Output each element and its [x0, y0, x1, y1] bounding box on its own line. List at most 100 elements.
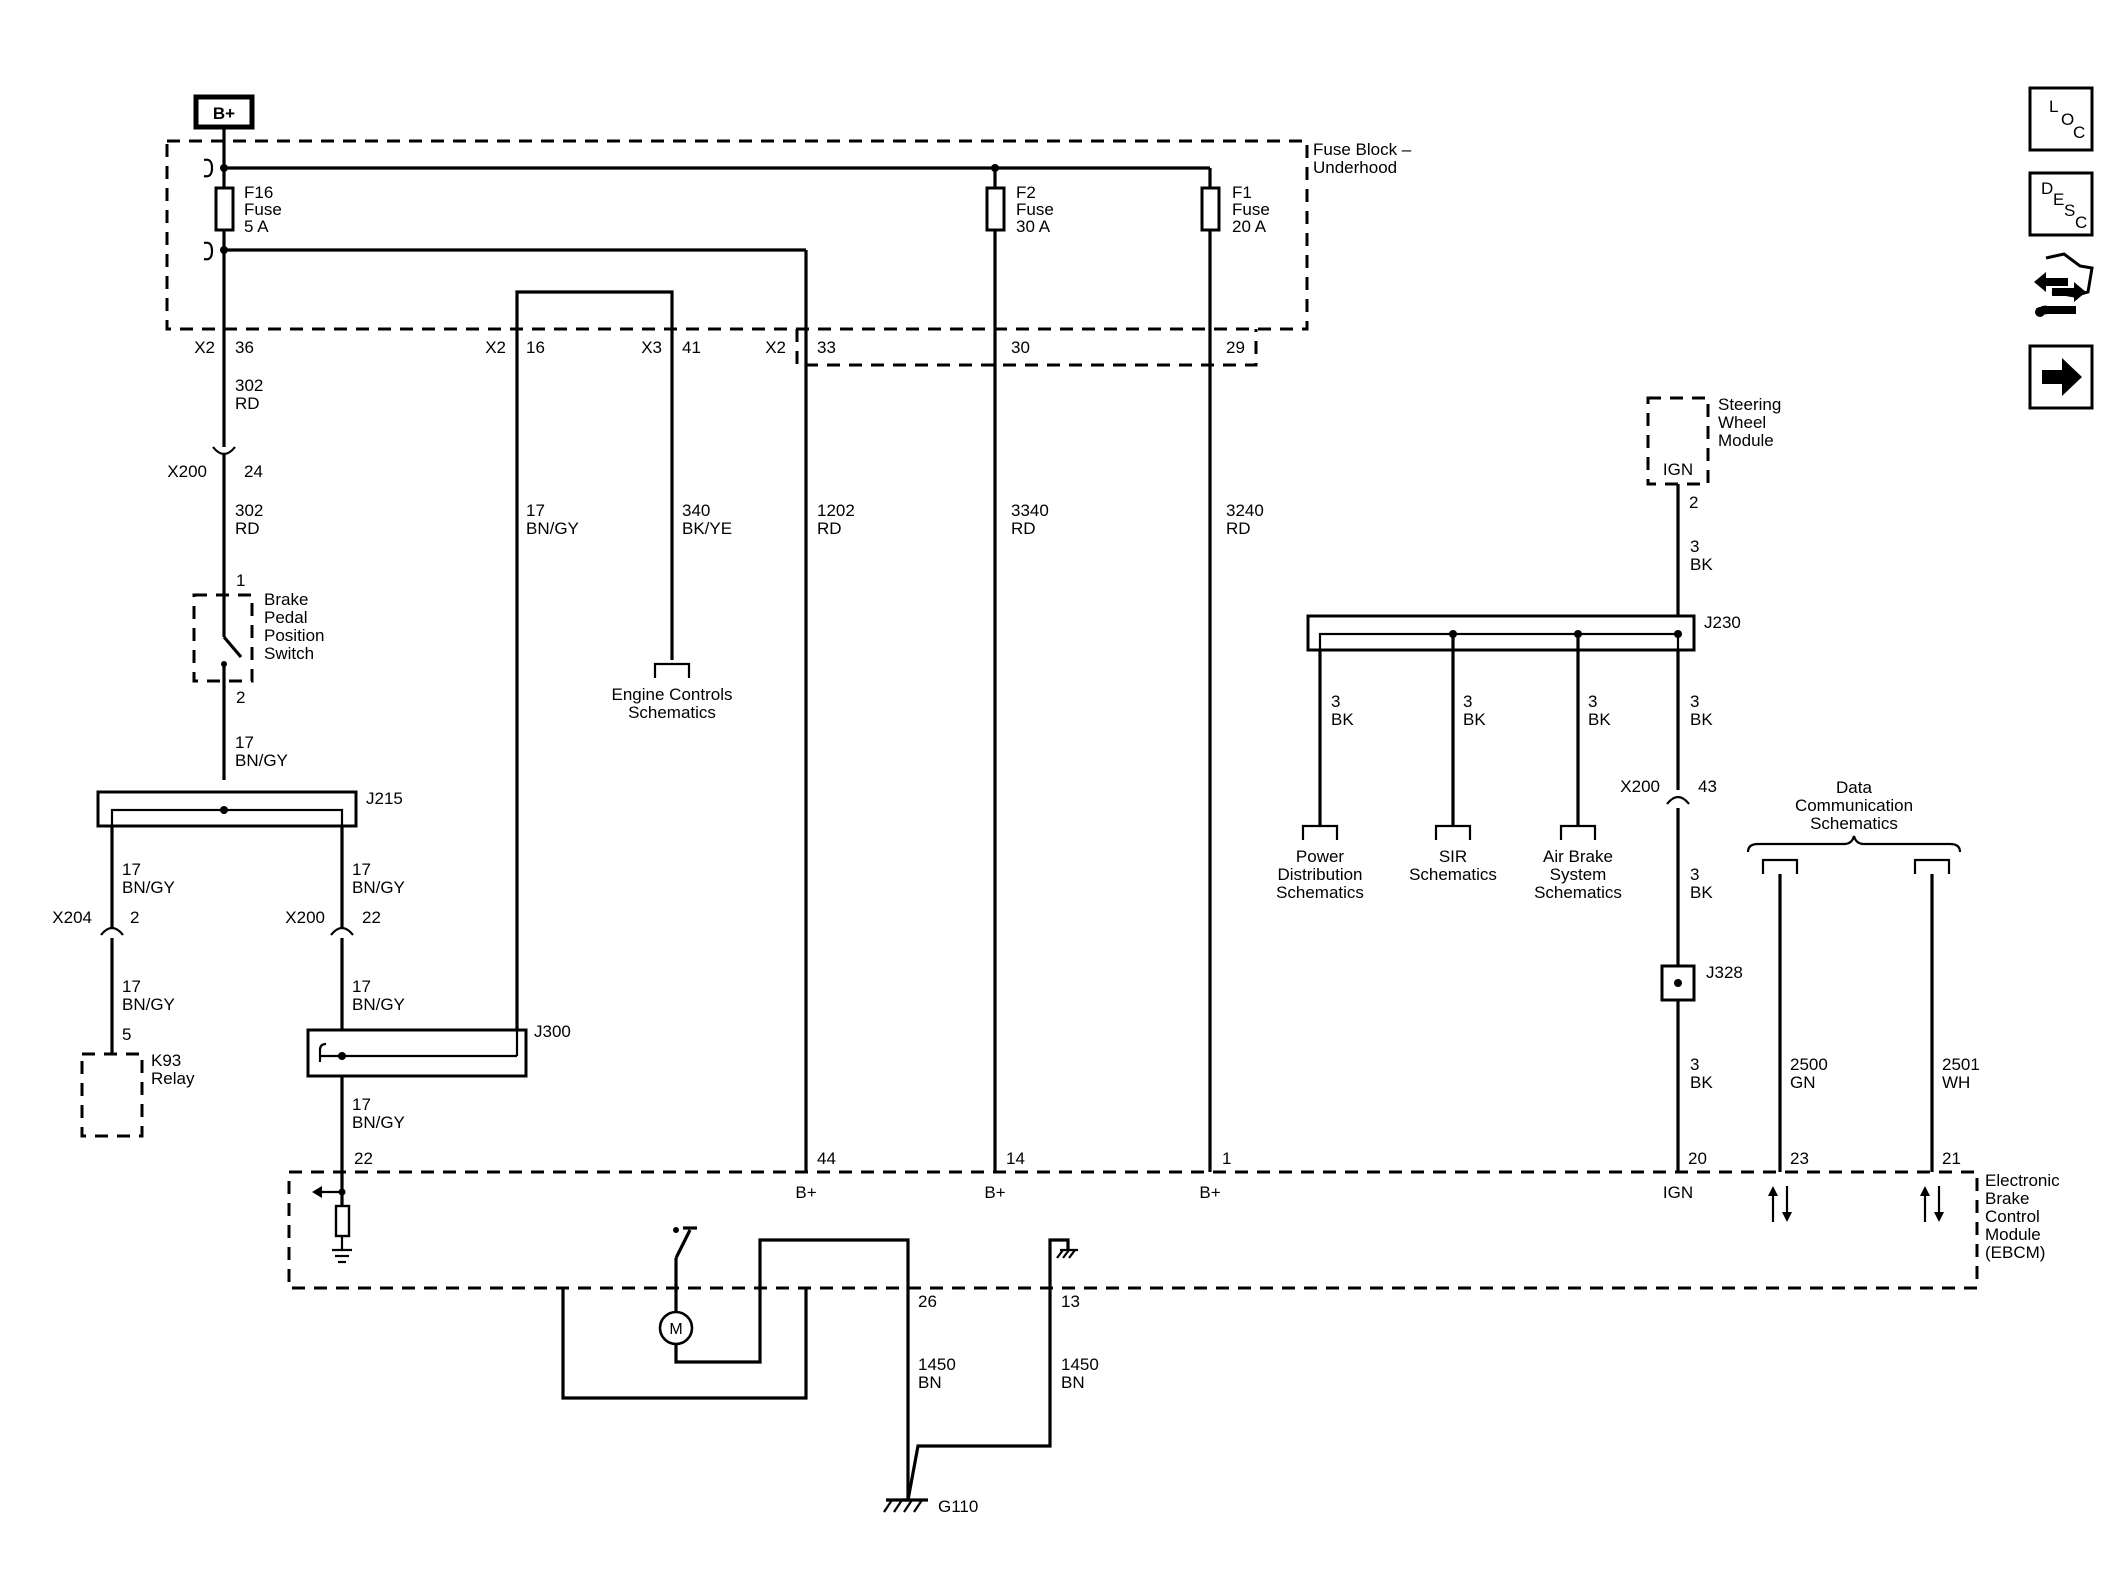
- serial-data-arrows-21: [1920, 1186, 1944, 1222]
- steering-label-3: Module: [1718, 431, 1774, 450]
- ebcm-pin-21: 21: [1942, 1149, 1961, 1168]
- x200-24-pin: 24: [244, 462, 263, 481]
- connector-x2-33: X2: [765, 338, 786, 357]
- desc-icon-c: C: [2075, 213, 2087, 232]
- ground-g110: G110: [883, 1497, 978, 1516]
- ebcm-pin-22: 22: [354, 1149, 373, 1168]
- fuse-f2-name: F2: [1016, 183, 1036, 202]
- wire-17-color-g: BN/GY: [352, 1113, 405, 1132]
- steering-label-1: Steering: [1718, 395, 1781, 414]
- wire-17-color-f: BN/GY: [526, 519, 579, 538]
- ebcm-label-1: Electronic: [1985, 1171, 2060, 1190]
- fuse-f1-rating: 20 A: [1232, 217, 1267, 236]
- ref-3-line-2: System: [1550, 865, 1607, 884]
- switch-label-2: Pedal: [264, 608, 307, 627]
- desc-icon-e: E: [2053, 190, 2064, 209]
- wire-17-color-b: BN/GY: [122, 878, 175, 897]
- ebcm-pin-13: 13: [1061, 1292, 1080, 1311]
- splice-j230: J230: [1306, 613, 1741, 652]
- relay-pin: 5: [122, 1025, 131, 1044]
- engine-ref-line-1: Engine Controls: [612, 685, 733, 704]
- ebcm-pin-20: 20: [1688, 1149, 1707, 1168]
- wire-1202-circuit: 1202: [817, 501, 855, 520]
- pin-33: 33: [817, 338, 836, 357]
- wire-1450-color-a: BN: [918, 1373, 942, 1392]
- x200-22-name: X200: [285, 908, 325, 927]
- wire-17-color-d: BN/GY: [122, 995, 175, 1014]
- wire-2500-circuit: 2500: [1790, 1055, 1828, 1074]
- ebcm-terminal-b-plus-1: B+: [795, 1183, 816, 1202]
- inline-connector-x200-22: X200 22: [285, 908, 381, 948]
- pin-36: 36: [235, 338, 254, 357]
- air-brake-ref: Air Brake System Schematics: [1534, 824, 1622, 902]
- fuse-block-connectors: X2 36 X2 16 X3 41 X2 33 30 29: [194, 338, 1245, 357]
- wire-17-circuit-e: 17: [352, 977, 371, 996]
- steering-label-2: Wheel: [1718, 413, 1766, 432]
- wire-17-circuit-d: 17: [122, 977, 141, 996]
- next-arrow-icon[interactable]: [2028, 344, 2094, 410]
- desc-icon[interactable]: D E S C: [2028, 171, 2094, 237]
- ref-3-line-1: Air Brake: [1543, 847, 1613, 866]
- fuse-f1-name: F1: [1232, 183, 1252, 202]
- inline-connector-x204-2: X204 2: [52, 908, 139, 948]
- loc-icon[interactable]: L O C: [2028, 86, 2094, 152]
- switch-label-3: Position: [264, 626, 324, 645]
- fuse-f16-type: Fuse: [244, 200, 282, 219]
- x200-43-pin: 43: [1698, 777, 1717, 796]
- pin-16: 16: [526, 338, 545, 357]
- wire-1202-color: RD: [817, 519, 842, 538]
- ebcm-label-2: Brake: [1985, 1189, 2029, 1208]
- connector-x3-41: X3: [641, 338, 662, 357]
- steering-pin: 2: [1689, 493, 1698, 512]
- wire-17-circuit-b: 17: [122, 860, 141, 879]
- wire-302-color-a: RD: [235, 394, 260, 413]
- wire-2501-color: WH: [1942, 1073, 1970, 1092]
- pin-30: 30: [1011, 338, 1030, 357]
- fuse-f16-name: F16: [244, 183, 273, 202]
- inline-connector-x200-43: X200 43: [1620, 777, 1717, 820]
- x204-pin: 2: [130, 908, 139, 927]
- ground-label: G110: [938, 1497, 978, 1516]
- wire-3-circuit-d: 3: [1588, 692, 1597, 711]
- wire-302-color-b: RD: [235, 519, 260, 538]
- connector-tool-icon[interactable]: [2034, 252, 2094, 317]
- wire-3-color-f: BK: [1690, 883, 1713, 902]
- pin-29: 29: [1226, 338, 1245, 357]
- wire-3-circuit-b: 3: [1331, 692, 1340, 711]
- fuse-f1-type: Fuse: [1232, 200, 1270, 219]
- ebcm-pin-23: 23: [1790, 1149, 1809, 1168]
- fuse-block-title-1: Fuse Block –: [1313, 140, 1412, 159]
- serial-data-arrows-23: [1768, 1186, 1792, 1222]
- data-comm-line-2: Communication: [1795, 796, 1913, 815]
- ebcm-motor-label: M: [669, 1321, 682, 1338]
- steering-wheel-module: IGN Steering Wheel Module 2: [1646, 395, 1781, 512]
- steering-terminal: IGN: [1663, 460, 1693, 479]
- wire-3340-circuit: 3340: [1011, 501, 1049, 520]
- x200-43-name: X200: [1620, 777, 1660, 796]
- desc-icon-d: D: [2041, 179, 2053, 198]
- wire-17-color-c: BN/GY: [352, 878, 405, 897]
- wire-17-color-e: BN/GY: [352, 995, 405, 1014]
- fuse-f16-rating: 5 A: [244, 217, 269, 236]
- engine-controls-ref: Engine Controls Schematics: [612, 662, 733, 722]
- wire-3-circuit-a: 3: [1690, 537, 1699, 556]
- wire-3340-color: RD: [1011, 519, 1036, 538]
- k93-relay: 5 K93 Relay: [80, 1025, 195, 1138]
- ref-3-line-3: Schematics: [1534, 883, 1622, 902]
- ref-2-line-2: Schematics: [1409, 865, 1497, 884]
- wire-302-circuit-b: 302: [235, 501, 263, 520]
- ebcm-pin-44: 44: [817, 1149, 836, 1168]
- power-distribution-ref: Power Distribution Schematics: [1276, 824, 1364, 902]
- fuse-f2-rating: 30 A: [1016, 217, 1051, 236]
- connector-x2-36: X2: [194, 338, 215, 357]
- ebcm-terminal-b-plus-2: B+: [984, 1183, 1005, 1202]
- fuse-f2-type: Fuse: [1016, 200, 1054, 219]
- ebcm-module: Electronic Brake Control Module (EBCM) 2…: [287, 1149, 2060, 1400]
- splice-j300-label: J300: [534, 1022, 571, 1041]
- connector-x2-16: X2: [485, 338, 506, 357]
- wire-3-circuit-g: 3: [1690, 1055, 1699, 1074]
- switch-label-1: Brake: [264, 590, 308, 609]
- wire-3-color-b: BK: [1331, 710, 1354, 729]
- x200-22-pin: 22: [362, 908, 381, 927]
